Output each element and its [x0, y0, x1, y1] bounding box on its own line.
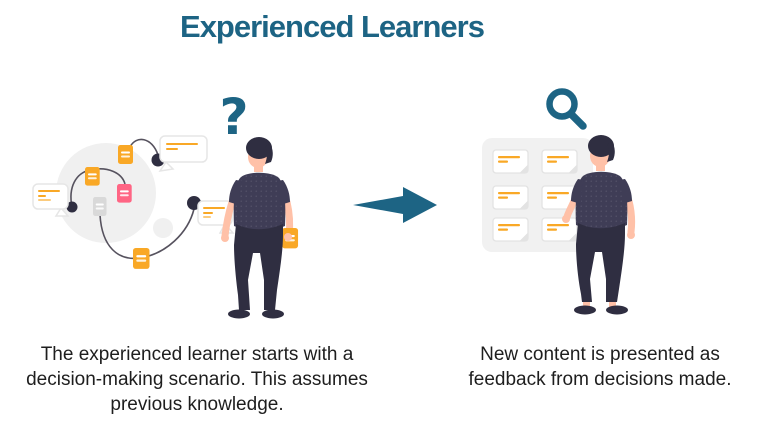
shoe	[228, 309, 250, 319]
magnifying-glass-icon	[546, 88, 587, 130]
feedback-card	[492, 185, 529, 210]
feedback-card	[541, 149, 578, 174]
right-caption: New content is presented as feedback fro…	[468, 344, 732, 390]
left-caption: The experienced learner starts with a de…	[26, 344, 368, 415]
hand	[562, 215, 570, 223]
background-circle	[56, 143, 156, 243]
sleeve	[619, 179, 632, 204]
feedback-card	[492, 217, 529, 242]
pants	[234, 224, 283, 310]
document-icon	[118, 145, 133, 164]
document-icon	[133, 248, 150, 269]
scenario-illustration: ?	[32, 88, 299, 319]
person-right	[562, 135, 636, 315]
shoe	[574, 305, 596, 315]
feedback-card	[492, 149, 529, 174]
ankle	[583, 298, 590, 308]
page-title: Experienced Learners	[180, 9, 485, 44]
ankle	[609, 298, 616, 308]
sleeve	[277, 180, 290, 205]
flow-curve	[129, 138, 159, 156]
arm	[625, 197, 636, 236]
shoe	[606, 305, 628, 315]
neck	[596, 163, 605, 171]
hand	[284, 233, 292, 241]
document-icon-pink	[117, 184, 132, 203]
sleeve	[229, 180, 242, 205]
speech-bubble	[158, 135, 208, 173]
pants	[576, 223, 625, 302]
hair	[246, 137, 272, 159]
neck	[254, 164, 263, 172]
feedback-card	[541, 217, 578, 242]
background-circle-small	[153, 218, 173, 238]
arm	[221, 198, 236, 240]
hair	[588, 135, 614, 157]
document-icon	[85, 167, 100, 186]
node-dot	[66, 201, 78, 213]
speech-bubble	[32, 183, 70, 217]
sleeve	[571, 179, 584, 204]
shoe	[262, 309, 284, 319]
hand	[221, 234, 229, 242]
document-icon-gray	[93, 197, 107, 216]
feedback-illustration	[482, 88, 636, 315]
hand	[627, 231, 635, 239]
question-mark-icon: ?	[219, 88, 248, 146]
right-arrow-icon	[353, 187, 437, 223]
person-left	[221, 137, 299, 319]
